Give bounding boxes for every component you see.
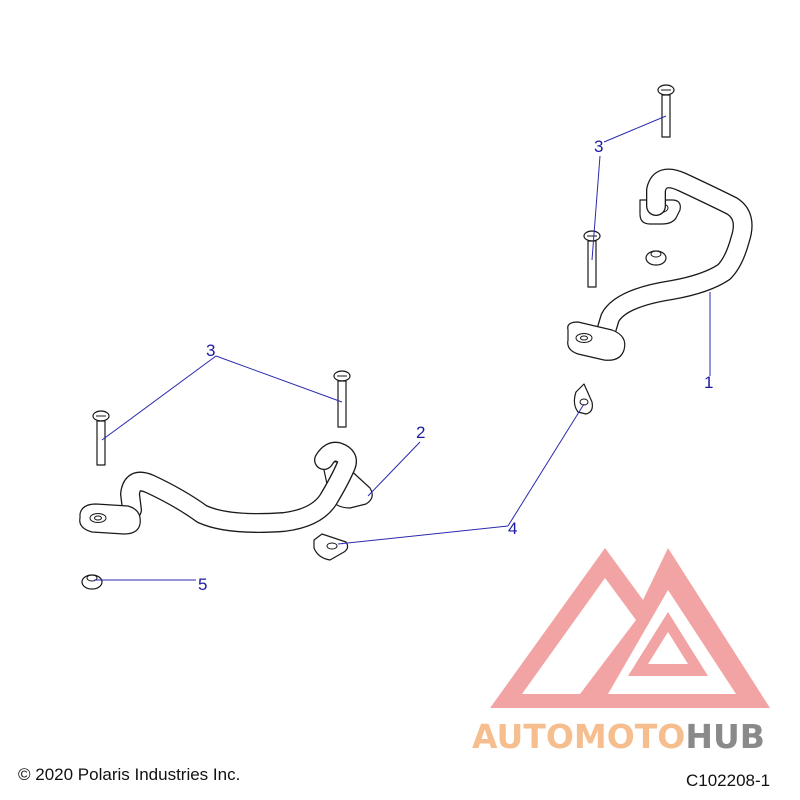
grab-handle-right	[567, 168, 753, 361]
watermark-brand: AUTOMOTOHUB	[472, 717, 765, 756]
flange-nut-2	[81, 574, 103, 590]
bolt-3	[333, 370, 351, 428]
clip-nut-2	[313, 533, 349, 561]
copyright-text: © 2020 Polaris Industries Inc.	[18, 765, 240, 784]
callout-5: 5	[198, 575, 207, 594]
bolt-1	[657, 84, 675, 138]
clip-nut-1	[573, 383, 593, 415]
leader-lines	[94, 115, 711, 581]
bolt-2	[583, 230, 601, 288]
callout-3-upper: 3	[594, 137, 603, 156]
watermark-brand-main: AUTOMOTO	[472, 717, 685, 756]
flange-nut-1	[645, 250, 667, 266]
callout-2: 2	[416, 423, 425, 442]
callout-4: 4	[508, 519, 517, 538]
diagram-id: C102208-1	[686, 771, 770, 790]
grab-handle-left	[79, 441, 373, 535]
callout-1: 1	[704, 373, 713, 392]
watermark-logo	[490, 548, 770, 708]
callout-3-lower: 3	[206, 341, 215, 360]
bolt-4	[92, 410, 110, 466]
watermark-brand-hub: HUB	[685, 717, 765, 756]
